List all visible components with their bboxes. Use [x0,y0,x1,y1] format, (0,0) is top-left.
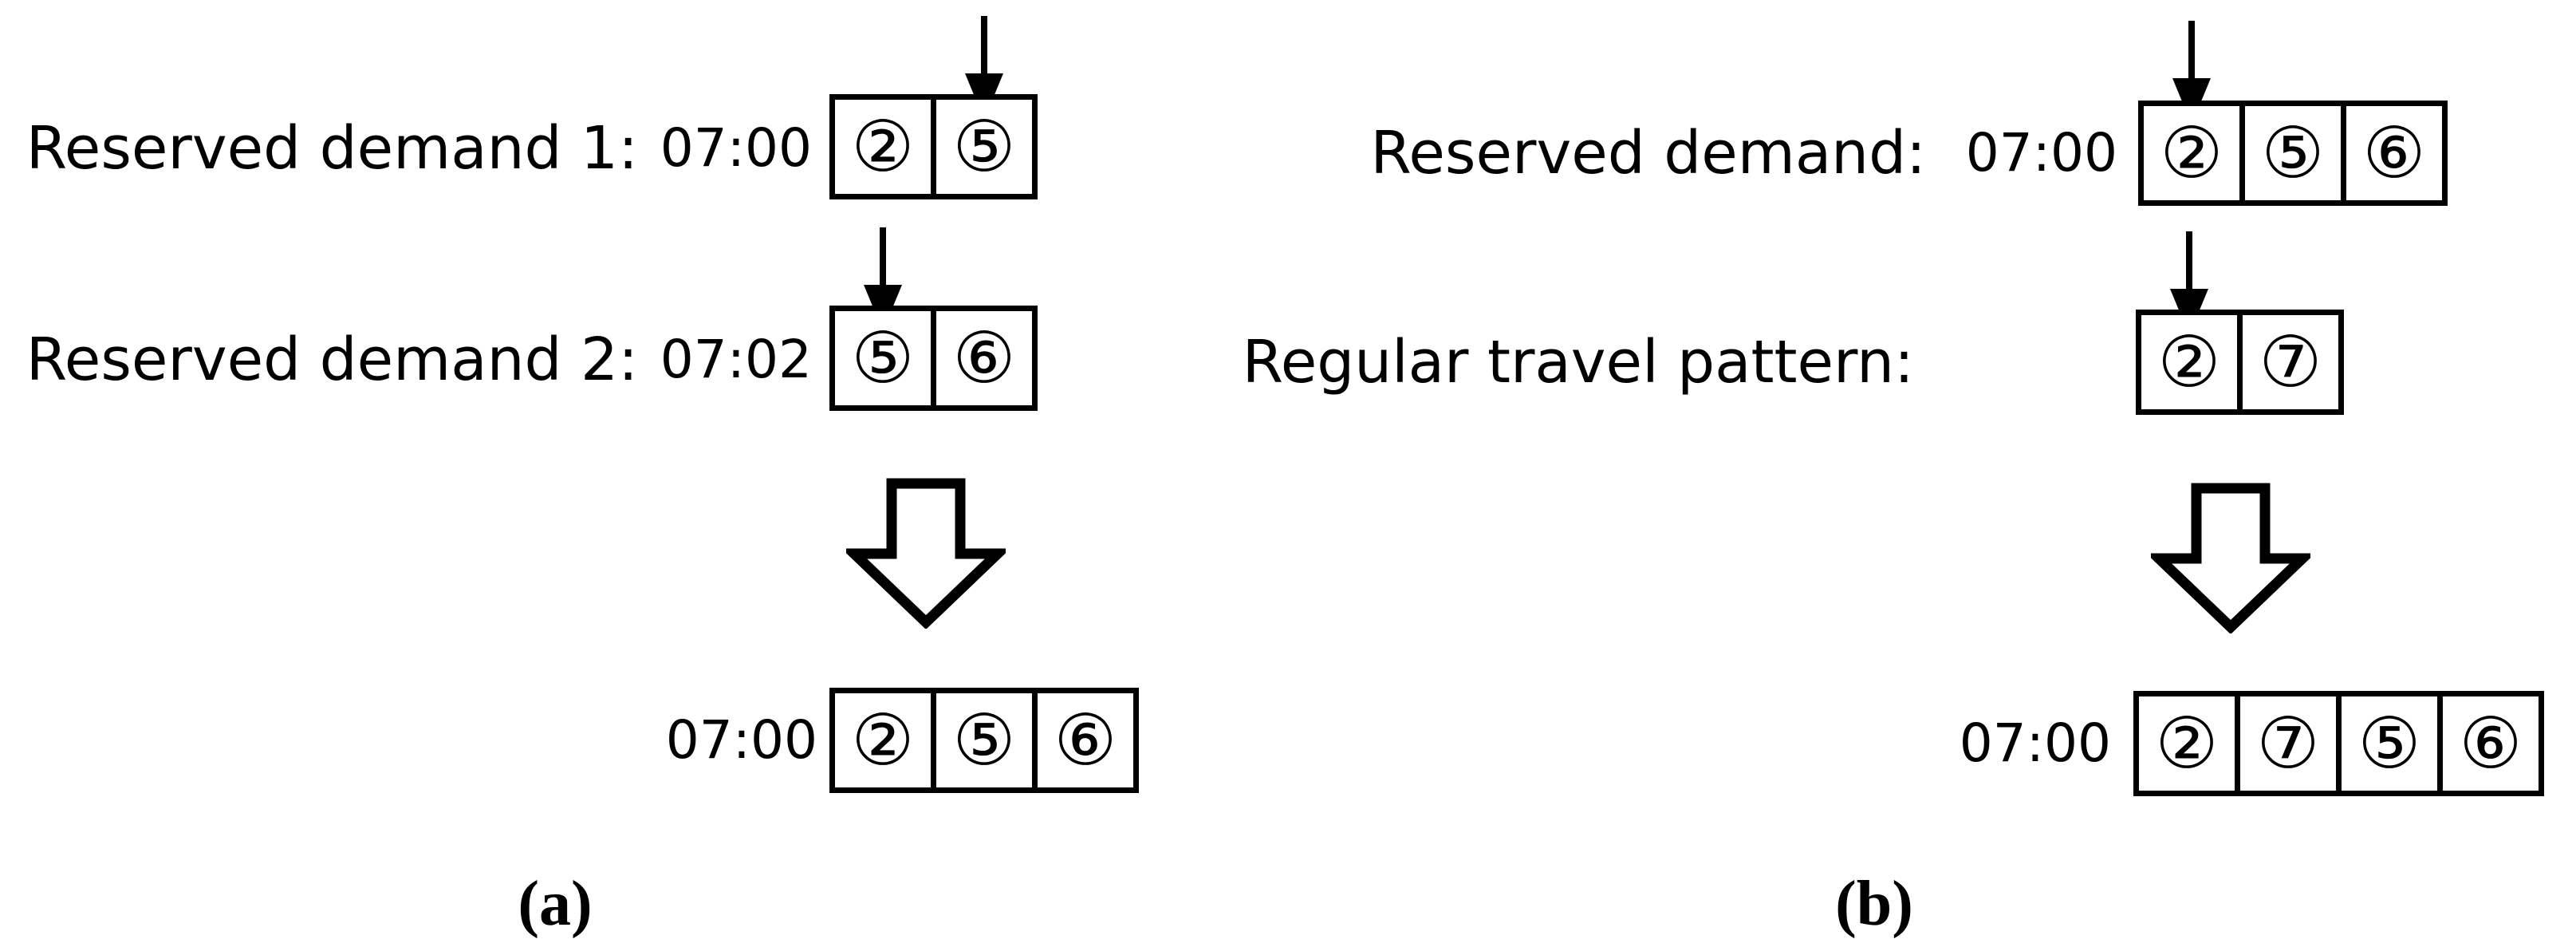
slot-box: ② ⑦ [2136,310,2344,415]
slot-cell: ② [2141,315,2237,409]
slot-cell: ② [2144,106,2239,200]
merge-arrow-icon [2151,483,2310,633]
time-label: 07:02 [660,329,812,390]
row-label: Reserved demand 2: [26,326,638,394]
row-label: Regular travel pattern: [1242,328,1914,397]
slot-cell: ⑥ [2341,106,2442,200]
caption-b: (b) [1835,869,1913,939]
caption-a: (a) [518,869,593,939]
time-label: 07:00 [1959,712,2111,774]
slot-cell: ⑤ [931,100,1032,194]
row-label: Reserved demand 1: [26,114,638,183]
slot-box: ② ⑤ [829,94,1038,199]
time-label: 07:00 [1965,122,2117,183]
row-label: Reserved demand: [1370,119,1926,187]
slot-cell: ② [2139,696,2235,791]
slot-box-result: ② ⑦ ⑤ ⑥ [2133,691,2544,796]
slot-cell: ⑦ [2237,315,2338,409]
slot-cell: ② [835,100,931,194]
slot-cell: ⑥ [1032,693,1133,787]
slot-cell: ⑥ [931,311,1032,405]
merge-arrow-icon [846,478,1006,629]
slot-cell: ⑦ [2235,696,2336,791]
slot-cell: ⑤ [2239,106,2341,200]
slot-cell: ② [835,693,931,787]
slot-box: ② ⑤ ⑥ [2138,101,2448,206]
slot-box: ⑤ ⑥ [829,306,1038,411]
time-label: 07:00 [665,709,817,771]
slot-box-result: ② ⑤ ⑥ [829,688,1139,793]
time-label: 07:00 [660,117,812,179]
slot-cell: ⑥ [2437,696,2539,791]
slot-cell: ⑤ [835,311,931,405]
slot-cell: ⑤ [931,693,1032,787]
slot-cell: ⑤ [2336,696,2437,791]
